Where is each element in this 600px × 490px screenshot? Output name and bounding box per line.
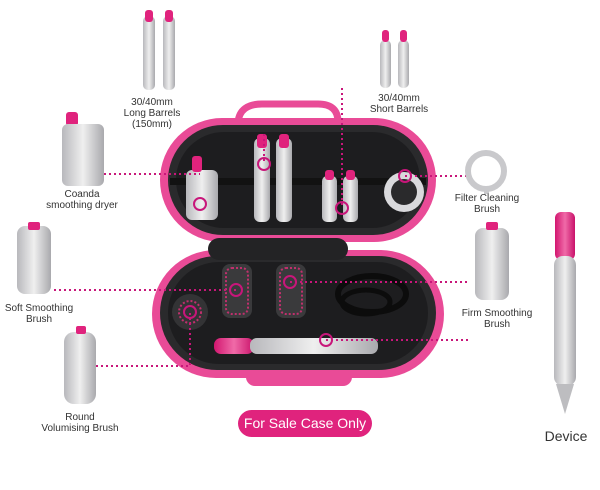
round-brush-image [64, 326, 96, 404]
short-barrels-image [380, 30, 409, 88]
coanda-dryer-image [62, 112, 104, 186]
case-handle [234, 100, 342, 126]
firm-brush-image [475, 222, 509, 300]
filter-brush-image [465, 150, 507, 194]
label-soft-brush: Soft Smoothing Brush [4, 303, 74, 325]
label-short-barrels: 30/40mm Short Barrels [369, 93, 429, 115]
device-in-case [214, 338, 378, 354]
leader-lines [54, 88, 470, 367]
device-image [554, 212, 576, 414]
filter-brush-in-case [384, 172, 424, 212]
label-firm-brush: Firm Smoothing Brush [461, 308, 533, 330]
short-barrels-in-case [322, 170, 358, 222]
case-lid [160, 118, 436, 242]
label-round-brush: Round Volumising Brush [41, 412, 119, 434]
long-barrels-in-case [254, 134, 292, 222]
soft-brush-image [17, 222, 51, 294]
long-barrels-image [143, 10, 175, 90]
label-long-barrels: 30/40mm Long Barrels (150mm) [123, 97, 181, 130]
leader-dots [183, 157, 412, 347]
label-device: Device [544, 428, 588, 444]
brushes-in-case [172, 264, 306, 330]
label-filter-brush: Filter Cleaning Brush [454, 193, 520, 215]
label-coanda: Coanda smoothing dryer [46, 189, 118, 211]
cable-in-case [335, 273, 409, 317]
for-sale-badge: For Sale Case Only [238, 410, 372, 437]
